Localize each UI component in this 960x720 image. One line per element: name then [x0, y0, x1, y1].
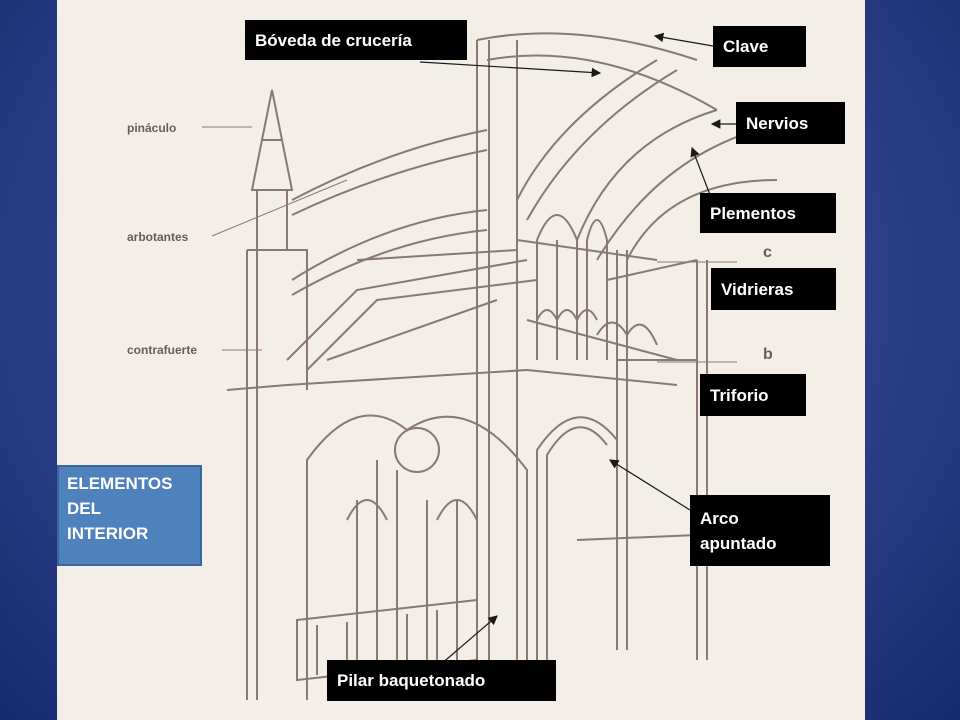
- callout-triforio: Triforio: [700, 374, 806, 416]
- callout-nervios: Nervios: [736, 102, 845, 144]
- label-letter-b: b: [763, 346, 773, 363]
- label-pinaculo: pináculo: [127, 121, 177, 135]
- label-contrafuerte: contrafuerte: [127, 343, 198, 357]
- diagram-title-box: ELEMENTOS DEL INTERIOR: [57, 465, 202, 566]
- label-arbotantes: arbotantes: [127, 230, 189, 244]
- callout-arco-apuntado: Arco apuntado: [690, 495, 830, 566]
- gothic-cross-section-illustration: [202, 32, 778, 700]
- callout-plementos: Plementos: [700, 193, 836, 233]
- callout-vidrieras: Vidrieras: [711, 268, 836, 310]
- callout-pilar-baquetonado: Pilar baquetonado: [327, 660, 556, 701]
- cathedral-drawing: pináculo arbotantes contrafuerte c b: [57, 0, 865, 720]
- label-letter-c: c: [763, 244, 772, 261]
- callout-clave: Clave: [713, 26, 806, 67]
- callout-boveda-de-cruceria: Bóveda de crucería: [245, 20, 467, 60]
